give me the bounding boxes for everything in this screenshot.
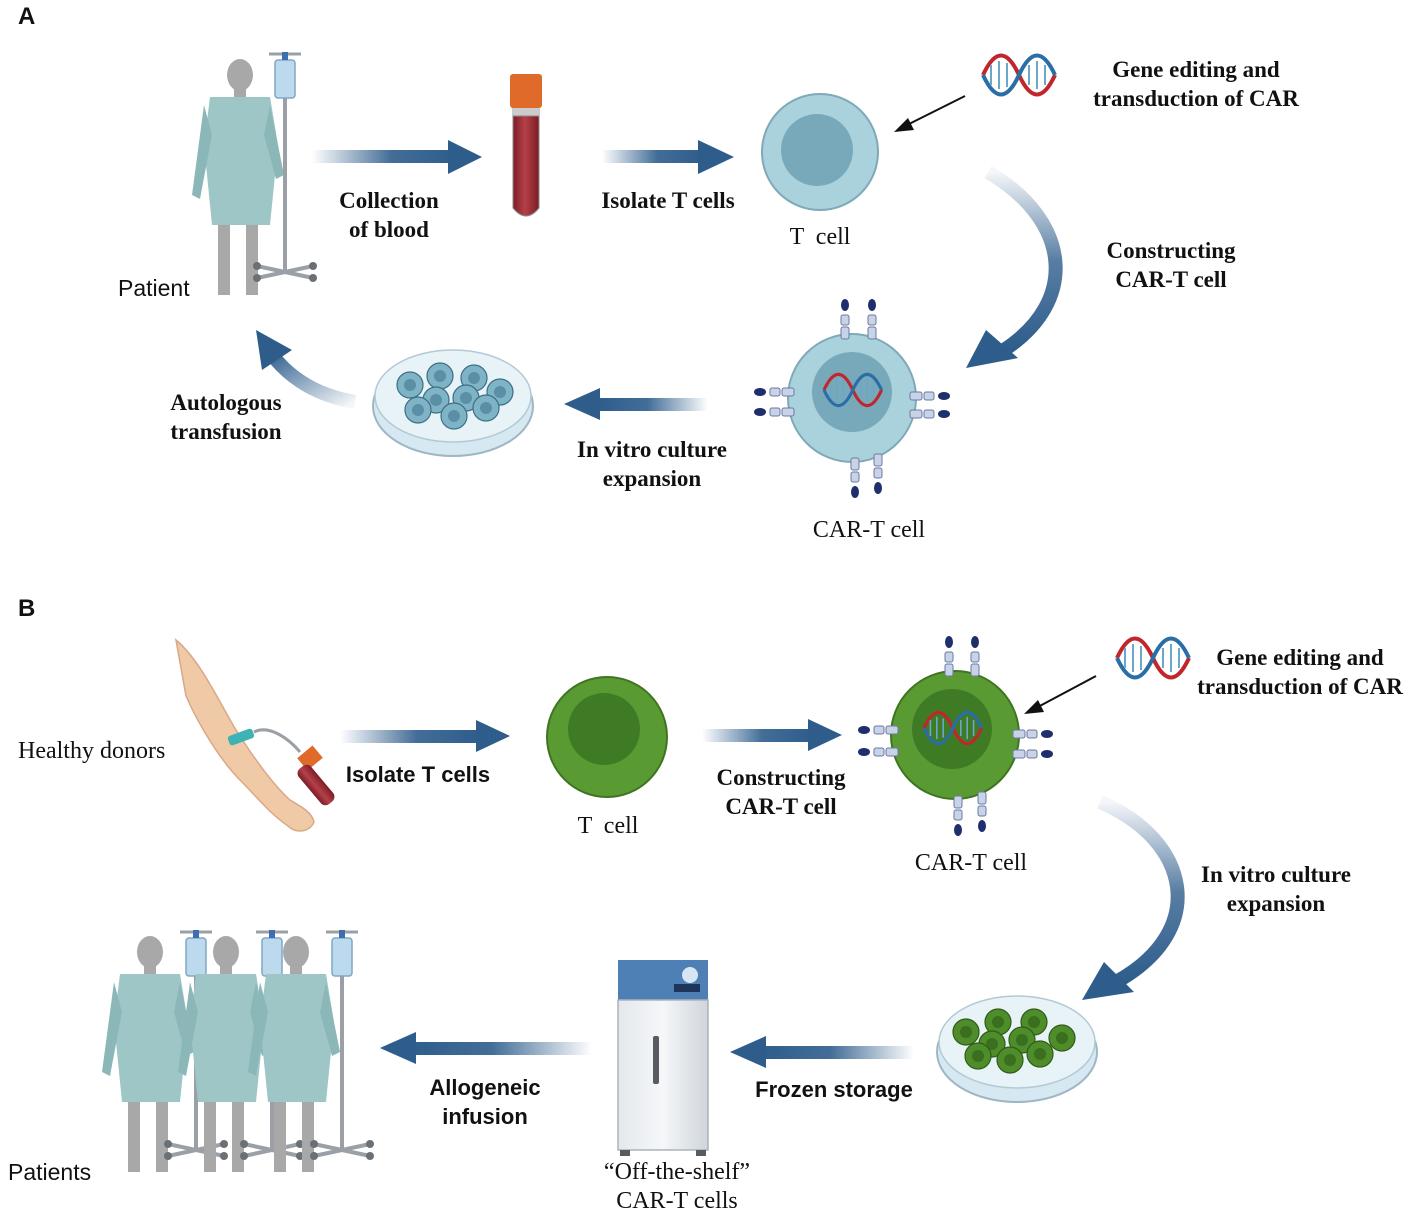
patient-label: Patient xyxy=(118,275,190,301)
t-cell-b-label: T cell xyxy=(577,813,639,839)
arrow-autologous-transfusion xyxy=(256,330,357,409)
off-the-shelf-label: “Off-the-shelf”CAR-T cells xyxy=(603,1159,751,1214)
car-t-cell-b-icon xyxy=(857,635,1054,837)
patients-figure-icon xyxy=(102,928,376,1172)
t-cell-a-icon xyxy=(761,93,879,211)
arrow-collect-blood xyxy=(312,140,482,174)
isolate-t-cells-label-a: Isolate T cells xyxy=(601,188,735,213)
petri-dish-a-icon xyxy=(372,349,534,457)
t-cell-a-label: T cell xyxy=(789,224,851,250)
dna-helix-icon-a xyxy=(981,53,1057,97)
petri-dish-b-icon xyxy=(936,995,1098,1103)
patient-figure-icon xyxy=(192,59,284,295)
arrow-construct-car-t-a xyxy=(966,165,1063,368)
panel-b-letter: B xyxy=(18,595,36,622)
arrow-isolate-t-cells-a xyxy=(602,140,734,174)
arrow-gene-editing-a xyxy=(894,95,966,132)
blood-tube-icon xyxy=(510,74,542,217)
arrow-construct-car-t-b xyxy=(702,719,842,751)
dna-helix-icon-b xyxy=(1115,636,1191,680)
t-cell-b-icon xyxy=(546,676,668,798)
frozen-storage-label: Frozen storage xyxy=(755,1077,913,1102)
arrow-isolate-t-cells-b xyxy=(340,720,510,752)
arrow-gene-editing-b xyxy=(1024,675,1097,714)
car-t-cell-a-label: CAR-T cell xyxy=(812,517,926,543)
isolate-t-cells-label-b: Isolate T cells xyxy=(345,762,491,787)
arrow-allogeneic-infusion xyxy=(380,1032,592,1064)
patients-label: Patients xyxy=(8,1159,92,1185)
arrow-expansion-a xyxy=(564,388,708,420)
car-t-cell-a-icon xyxy=(753,298,951,499)
donor-arm-icon xyxy=(174,638,335,832)
freezer-icon xyxy=(617,960,709,1156)
panel-a-letter: A xyxy=(18,3,36,30)
arrow-expansion-b xyxy=(1082,795,1185,1000)
arrow-frozen-storage xyxy=(730,1036,914,1068)
healthy-donors-label: Healthy donors xyxy=(18,738,166,764)
car-t-cell-b-label: CAR-T cell xyxy=(914,850,1028,876)
